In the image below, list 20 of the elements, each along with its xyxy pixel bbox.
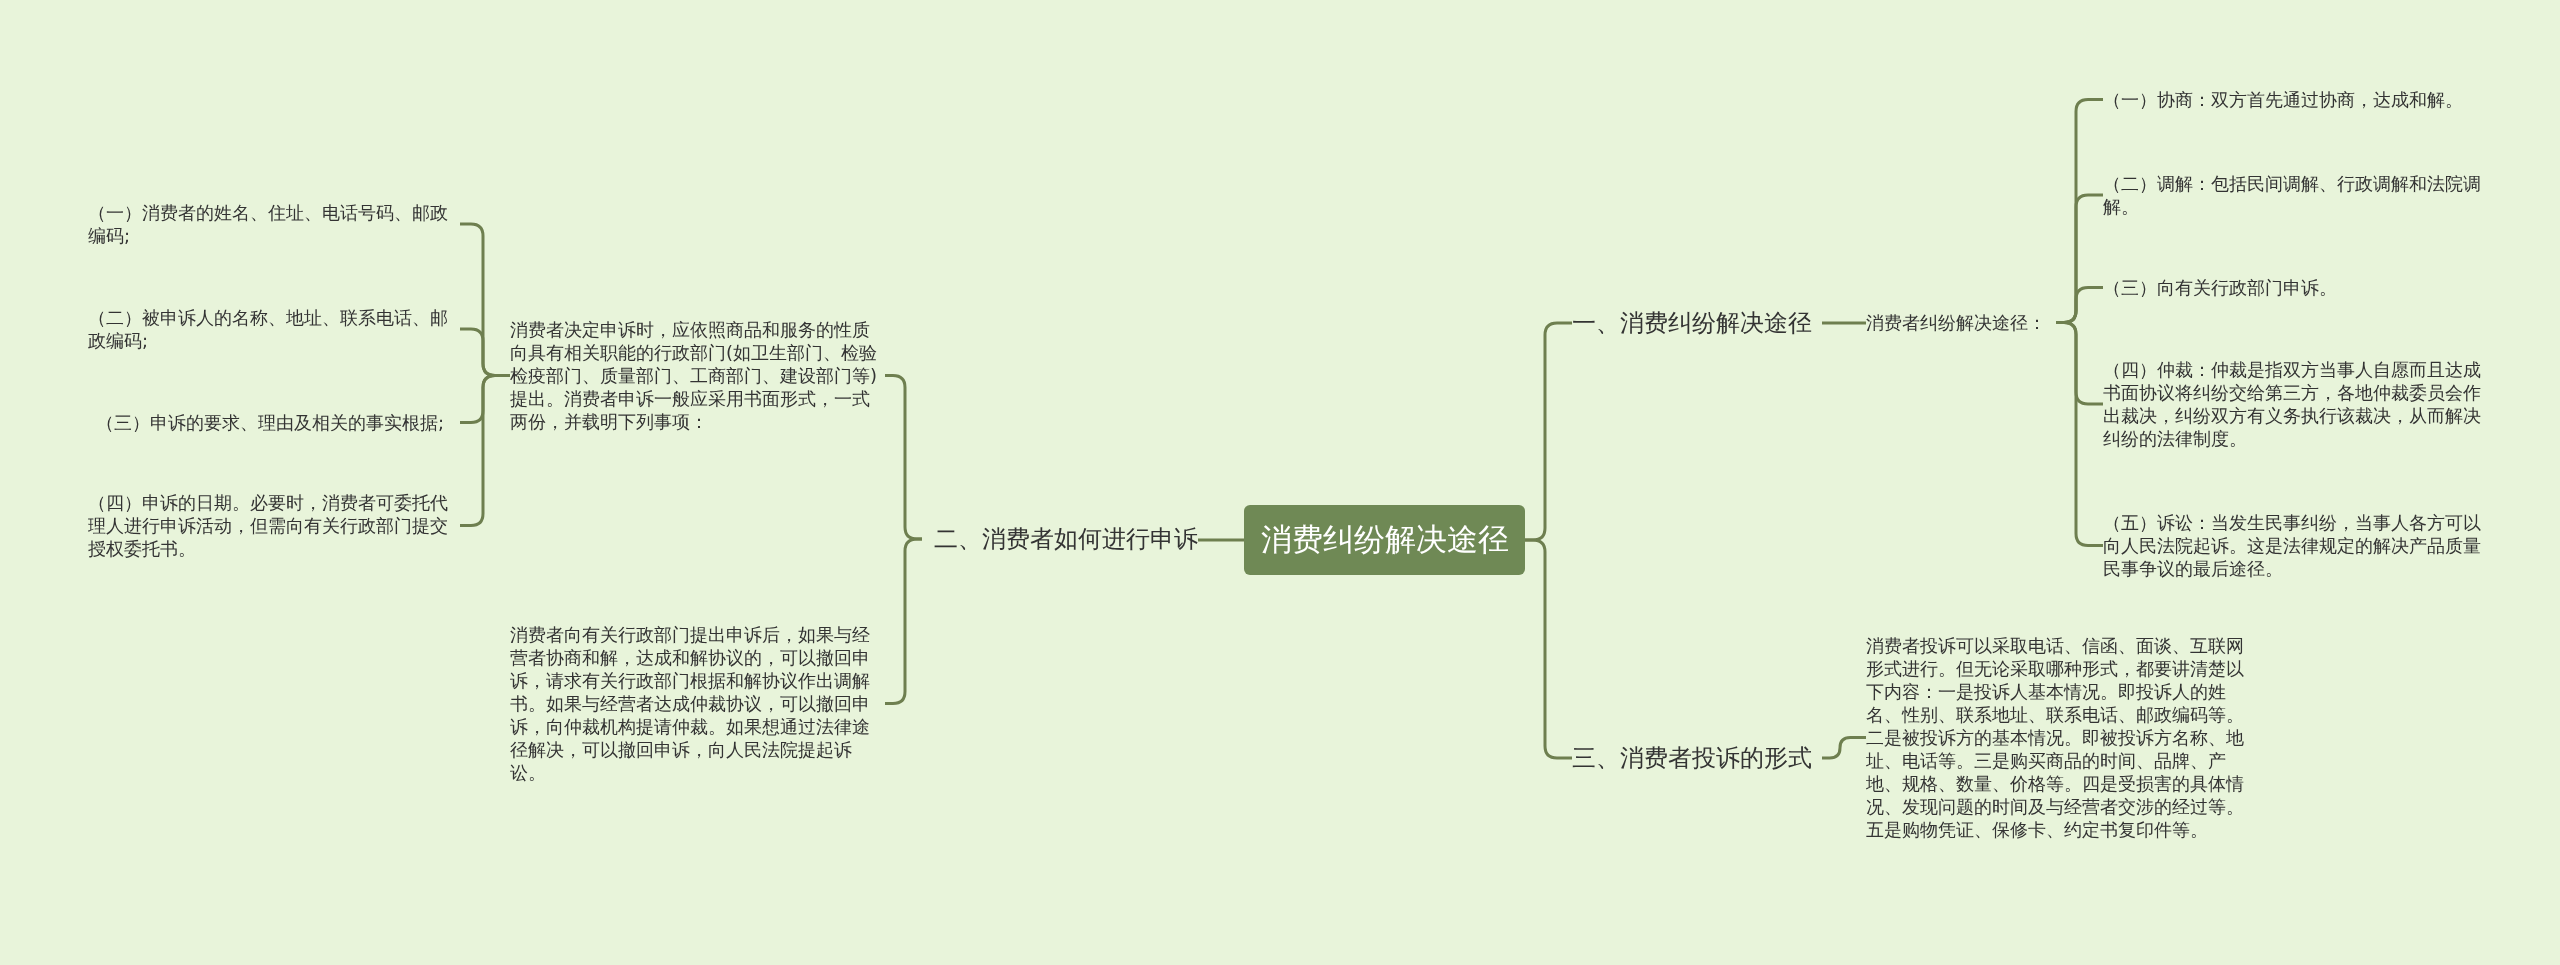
topic-text: （三）向有关行政部门申诉。 (2103, 276, 2483, 299)
topic-text: （四）仲裁：仲裁是指双方当事人自愿而且达成书面协议将纠纷交给第三方，各地仲裁委员会作出裁决，纠纷双方有义务执行该裁决，从而解决纠纷的法律制度。 (2103, 358, 2483, 450)
central-topic: 消费纠纷解决途径 (1244, 505, 1525, 575)
topic-text: （四）申诉的日期。必要时，消费者可委托代理人进行申诉活动，但需向有关行政部门提交授权委托书。 (88, 491, 460, 560)
topic-text: （一）消费者的姓名、住址、电话号码、邮政编码; (88, 201, 460, 247)
topic-text: （二）被申诉人的名称、地址、联系电话、邮政编码; (88, 306, 460, 352)
connector-line (1822, 736, 1866, 760)
topic-text: （一）协商：双方首先通过协商，达成和解。 (2103, 88, 2483, 111)
topic-text: 消费者决定申诉时，应依照商品和服务的性质向具有相关职能的行政部门(如卫生部门、检验检疫部门、质量部门、工商部门、建设部门等)提出。消费者申诉一般应采用书面形式，一式两份，并载明下列事项： (510, 318, 885, 433)
topic-text: （三）申诉的要求、理由及相关的事实根据; (96, 411, 460, 434)
topic-text: 消费者投诉可以采取电话、信函、面谈、互联网形式进行。但无论采取哪种形式，都要讲清楚以下内容：一是投诉人基本情况。即投诉人的姓名、性别、联系地址、联系电话、邮政编码等。二是被投诉方的基本情况。即被投诉方名称、地址、电话等。三是购买商品的时间、品牌、产地、规格、数量、价格等。四是受损害的具体情况、发现问题的时间及与经营者交涉的经过等。五是购物凭证、保修卡、约定书复印件等。 (1866, 634, 2251, 841)
topic-text: （二）调解：包括民间调解、行政调解和法院调解。 (2103, 172, 2483, 218)
topic-text: 消费者纠纷解决途径： (1866, 311, 2056, 334)
connector-line (1198, 538, 1244, 542)
connector-line (1822, 321, 1866, 325)
branch-topic: 三、消费者投诉的形式 (1572, 743, 1822, 773)
topic-text: 消费者向有关行政部门提出申诉后，如果与经营者协商和解，达成和解协议的，可以撤回申诉，请求有关行政部门根据和解协议作出调解书。如果与经营者达成仲裁协议，可以撤回申诉，向仲裁机构提请仲裁。如果想通过法律途径解决，可以撤回申诉，向人民法院提起诉讼。 (510, 623, 885, 784)
topic-text: （五）诉讼：当发生民事纠纷，当事人各方可以向人民法院起诉。这是法律规定的解决产品质量民事争议的最后途径。 (2103, 511, 2483, 580)
branch-topic: 二、消费者如何进行申诉 (922, 524, 1198, 554)
branch-topic: 一、消费纠纷解决途径 (1572, 308, 1822, 338)
